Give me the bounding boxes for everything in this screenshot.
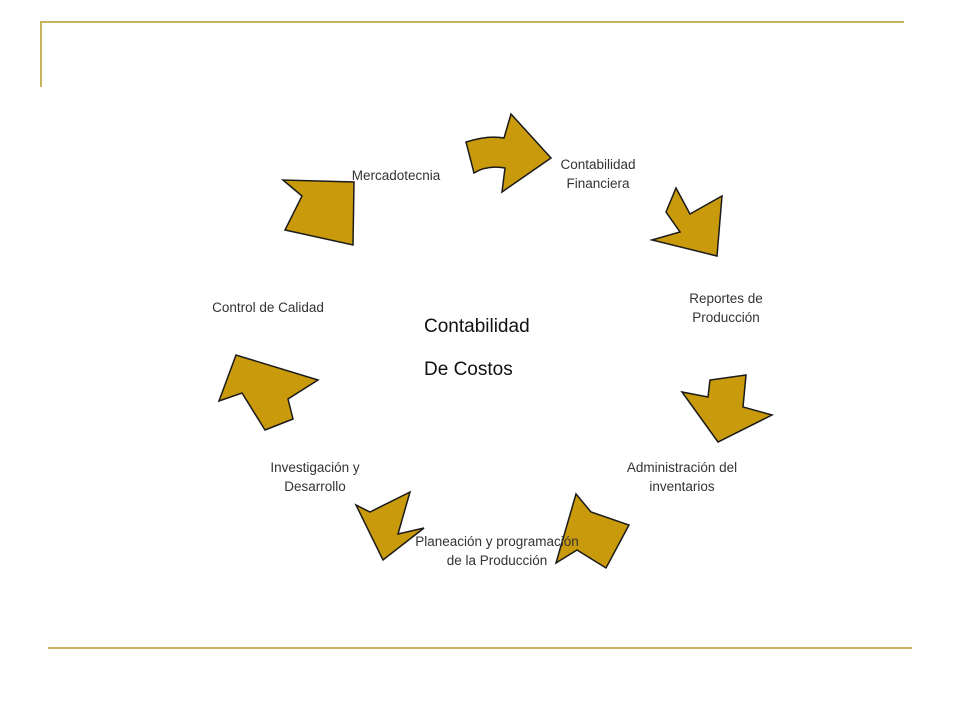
left-border-line	[40, 21, 42, 87]
center-title-line1: Contabilidad	[424, 316, 530, 337]
cycle-arrow-2	[649, 186, 723, 257]
node-reportes-de-produccion: Reportes de Producción	[689, 291, 763, 325]
node-investigacion-desarrollo: Investigación y Desarrollo	[270, 460, 360, 494]
cycle-arrow-7	[280, 179, 355, 246]
node-planeacion-programacion: Planeación y programación de la Producci…	[415, 534, 579, 568]
cycle-arrow-3	[680, 374, 775, 443]
top-border-line	[40, 21, 904, 23]
node-administracion-inventarios: Administración del inventarios	[626, 460, 738, 494]
node-control-de-calidad: Control de Calidad	[212, 300, 324, 315]
node-contabilidad-financiera: Contabilidad Financiera	[560, 157, 636, 191]
cycle-arrow-6	[217, 354, 320, 431]
cycle-arrow-4	[554, 492, 631, 570]
bottom-border-line	[48, 647, 912, 649]
node-mercadotecnia: Mercadotecnia	[351, 168, 441, 183]
cycle-arrow-5	[354, 490, 425, 562]
center-title-line2: De Costos	[424, 359, 513, 380]
cycle-arrow-1	[465, 112, 553, 194]
